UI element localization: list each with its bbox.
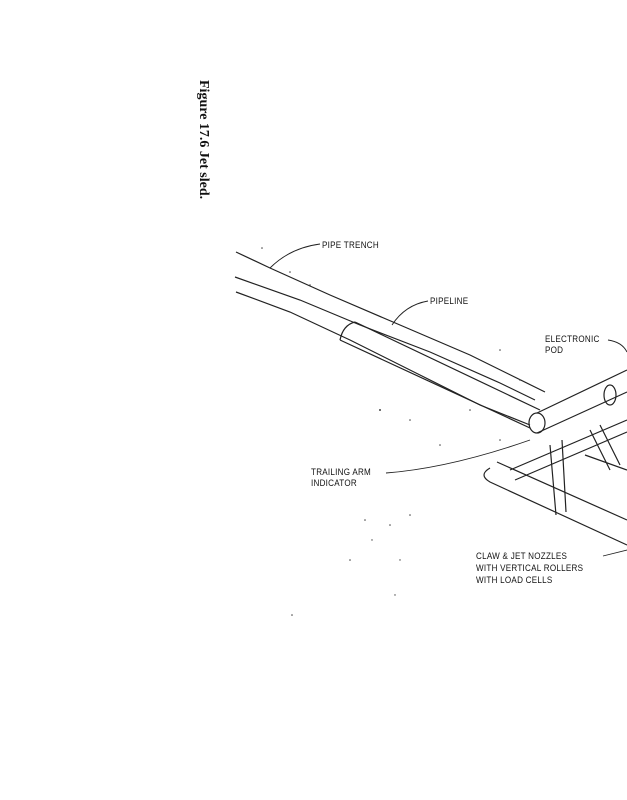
label-pipeline: PIPELINE [430,296,469,307]
leader-lines [269,243,627,557]
ground-speckles [261,247,521,616]
label-pipe-trench: PIPE TRENCH [322,240,379,251]
label-electronic-pod-line1: ELECTRONIC [545,334,600,345]
label-trailing-arm-line2: INDICATOR [311,478,357,489]
label-claw-line1: CLAW & JET NOZZLES [476,551,568,562]
pipeline [339,321,541,429]
label-trailing-arm-line1: TRAILING ARM [311,467,372,478]
label-electronic-pod-line2: POD [545,345,564,356]
sled-frame [483,369,627,546]
label-claw-line2: WITH VERTICAL ROLLERS [476,563,584,574]
label-claw-line3: WITH LOAD CELLS [476,575,553,586]
